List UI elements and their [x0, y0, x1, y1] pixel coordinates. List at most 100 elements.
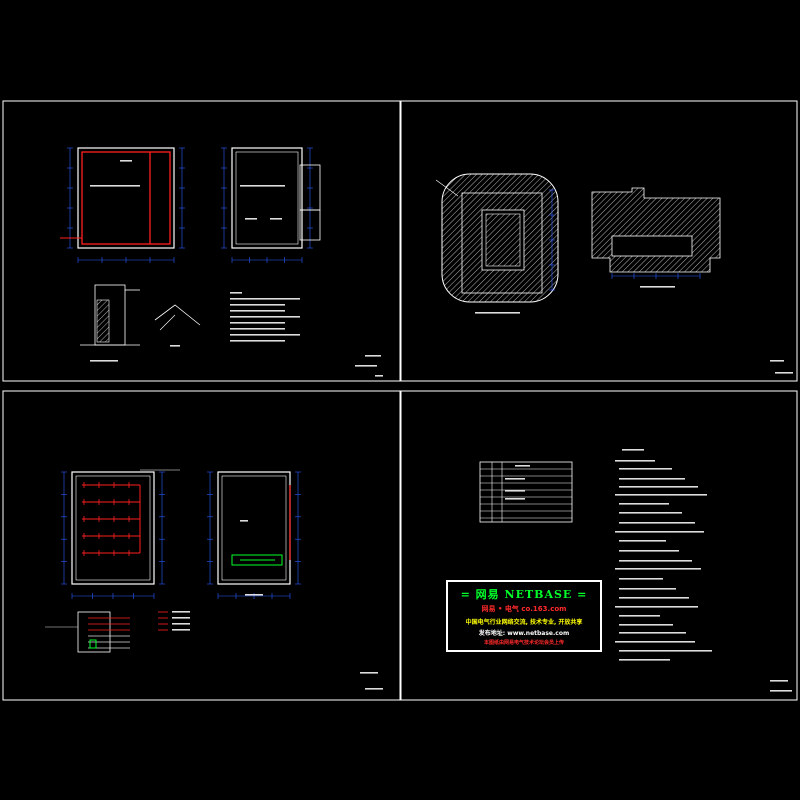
- text-line: [619, 478, 685, 480]
- text-line: [619, 624, 673, 626]
- legend-sheet: [479, 449, 792, 692]
- text-line: [230, 322, 285, 324]
- text-line: [230, 310, 285, 312]
- wall-outer: [71, 471, 155, 585]
- legend-box: [77, 611, 111, 653]
- text-line: [770, 690, 792, 692]
- text-line: [230, 328, 285, 330]
- text-line: [775, 372, 793, 374]
- text-line: [619, 512, 682, 514]
- text-line: [619, 597, 689, 599]
- text-line: [240, 520, 248, 522]
- notes-block: [230, 292, 300, 342]
- green-equipment: [231, 554, 283, 566]
- text-line: [365, 355, 381, 357]
- text-line: [245, 218, 257, 220]
- text-line: [270, 218, 282, 220]
- text-line: [615, 641, 695, 643]
- text-line: [90, 185, 140, 187]
- text-line: [615, 606, 698, 608]
- text-line: [170, 345, 180, 347]
- socket-plan: [207, 471, 301, 599]
- wall-inner: [221, 475, 287, 581]
- text-line: [230, 316, 300, 318]
- stamp-note: 本图纸由网易电气技术论坛会员上传: [483, 640, 564, 646]
- text-line: [505, 490, 525, 492]
- text-line: [619, 522, 695, 524]
- section-detail: [80, 284, 140, 362]
- text-line: [619, 578, 663, 580]
- text-line: [640, 286, 675, 288]
- grounding-plan: [60, 147, 185, 263]
- lighting-sheet: [45, 469, 383, 690]
- text-line: [515, 465, 530, 467]
- text-line: [230, 340, 285, 342]
- stamp-subtitle: 网易 • 电气 co.163.com: [481, 605, 567, 613]
- wall-outer: [217, 471, 291, 585]
- text-line: [619, 659, 670, 661]
- angle-leader: [159, 314, 176, 331]
- angle-detail: [154, 304, 201, 347]
- grounding-loop: [81, 151, 171, 245]
- symbol-legend: [45, 611, 190, 653]
- leader: [435, 179, 459, 197]
- pit-outline: [461, 192, 543, 294]
- text-line: [619, 468, 672, 470]
- text-line: [120, 160, 132, 162]
- text-line: [375, 375, 383, 377]
- text-line: [172, 617, 190, 619]
- text-line: [90, 360, 118, 362]
- text-line: [240, 185, 285, 187]
- text-line: [245, 594, 263, 596]
- text-line: [619, 550, 679, 552]
- section-hatch: [96, 299, 110, 343]
- stamp-slogan: 中国电气行业网络交流, 技术专业, 开放共享: [465, 619, 583, 626]
- legend-green: [89, 639, 97, 649]
- wall-inner: [235, 151, 299, 245]
- wall-outer: [231, 147, 303, 249]
- text-line: [230, 292, 242, 294]
- text-line: [615, 460, 655, 462]
- hatch-sheet: [435, 173, 793, 374]
- legend-notes-sheet-frame: [400, 390, 798, 701]
- grounding-plan-sheet-frame: [2, 100, 401, 382]
- text-line: [355, 365, 377, 367]
- lighting-plan-sheet-frame: [2, 390, 401, 701]
- lighting-plan: [61, 469, 180, 599]
- text-line: [230, 298, 300, 300]
- text-line: [619, 540, 666, 542]
- text-line: [770, 360, 784, 362]
- text-line: [505, 498, 525, 500]
- text-line: [615, 531, 704, 533]
- text-line: [619, 560, 692, 562]
- text-line: [615, 494, 707, 496]
- text-line: [619, 486, 698, 488]
- text-line: [505, 478, 525, 480]
- text-line: [230, 304, 285, 306]
- netbase-stamp: = 网易 NETBASE = 网易 • 电气 co.163.com 中国电气行业…: [446, 580, 602, 652]
- wall-outer: [77, 147, 175, 249]
- text-line: [365, 688, 383, 690]
- design-notes: [615, 449, 712, 661]
- text-line: [172, 623, 190, 625]
- text-line: [230, 334, 300, 336]
- text-line: [770, 680, 788, 682]
- equipment-plan: [221, 147, 321, 263]
- text-line: [615, 568, 701, 570]
- angle-line: [154, 304, 201, 326]
- cabinet: [299, 209, 321, 241]
- text-line: [619, 503, 669, 505]
- text-line: [172, 611, 190, 613]
- wall-inner: [81, 151, 171, 245]
- text-line: [622, 449, 644, 451]
- text-line: [475, 312, 520, 314]
- pit-inner-hatch: [485, 213, 521, 267]
- text-line: [360, 672, 378, 674]
- grounding-sheet: [60, 147, 383, 377]
- hatched-plan-2: [591, 187, 721, 273]
- table-border: [479, 461, 573, 523]
- wall-inner: [75, 475, 151, 581]
- equipment-table: [479, 461, 573, 523]
- opening: [611, 235, 693, 257]
